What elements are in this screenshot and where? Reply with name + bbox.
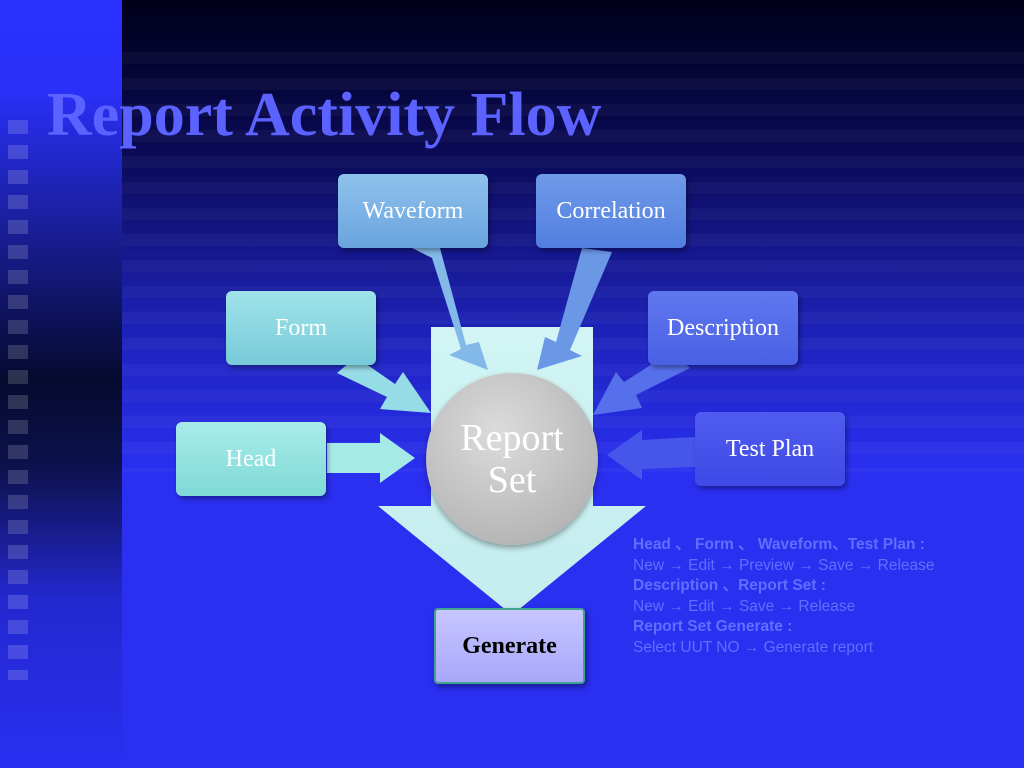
arrow-correlation-to-report-set <box>537 248 612 370</box>
arrow-description-to-report-set <box>593 352 690 415</box>
note-heading-1: Head 、 Form 、 Waveform、Test Plan : <box>633 536 925 553</box>
arrow-test-plan-to-report-set <box>607 430 695 480</box>
arrow-head-to-report-set <box>327 433 415 483</box>
description-box[interactable]: Description <box>648 291 798 365</box>
report-set-label-line1: Report <box>460 417 564 459</box>
report-set-label-line2: Set <box>487 459 537 501</box>
note-steps-1: New → Edit → Preview → Save → Release <box>633 556 935 574</box>
form-box[interactable]: Form <box>226 291 376 365</box>
note-heading-2: Description 、Report Set : <box>633 577 826 594</box>
note-steps-3: Select UUT NO → Generate report <box>633 638 874 656</box>
generate-box[interactable]: Generate <box>434 608 585 684</box>
left-band <box>0 0 122 768</box>
left-square-pattern <box>8 120 28 680</box>
slide-title: Report Activity Flow <box>47 81 602 149</box>
arrow-form-to-report-set <box>337 357 431 413</box>
note-steps-2: New → Edit → Save → Release <box>633 597 856 615</box>
workflow-notes: Head 、 Form 、 Waveform、Test Plan : New →… <box>633 535 1013 658</box>
correlation-box[interactable]: Correlation <box>536 174 686 248</box>
report-set-circle: Report Set <box>426 373 598 545</box>
test-plan-box[interactable]: Test Plan <box>695 412 845 486</box>
head-box[interactable]: Head <box>176 422 326 496</box>
waveform-box[interactable]: Waveform <box>338 174 488 248</box>
arrow-waveform-to-report-set <box>412 248 488 370</box>
note-heading-3: Report Set Generate : <box>633 618 793 635</box>
